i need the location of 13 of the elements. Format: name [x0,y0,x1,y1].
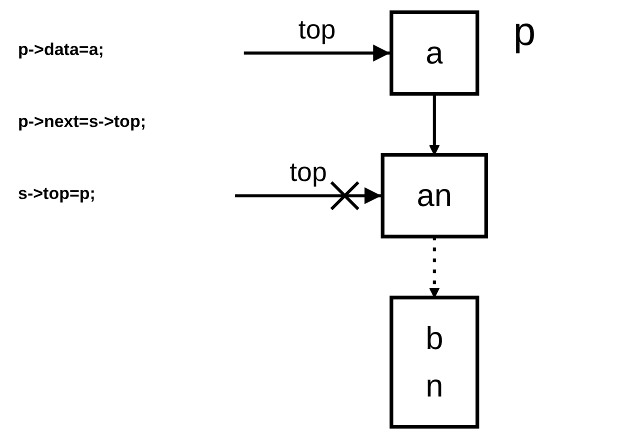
code-line: s->top=p; [18,184,96,204]
node-box: a [390,10,480,96]
arrow [429,94,440,156]
node-box: an [380,153,488,238]
edge-label: top [290,157,327,188]
code-line: p->data=a; [18,40,104,60]
node-caption: p [513,12,536,52]
arrow [235,187,382,204]
node-box: b n [390,296,480,429]
edge-label: top [298,14,336,44]
code-line: p->next=s->top; [18,112,146,132]
arrow [244,44,390,62]
arrow [429,236,440,298]
